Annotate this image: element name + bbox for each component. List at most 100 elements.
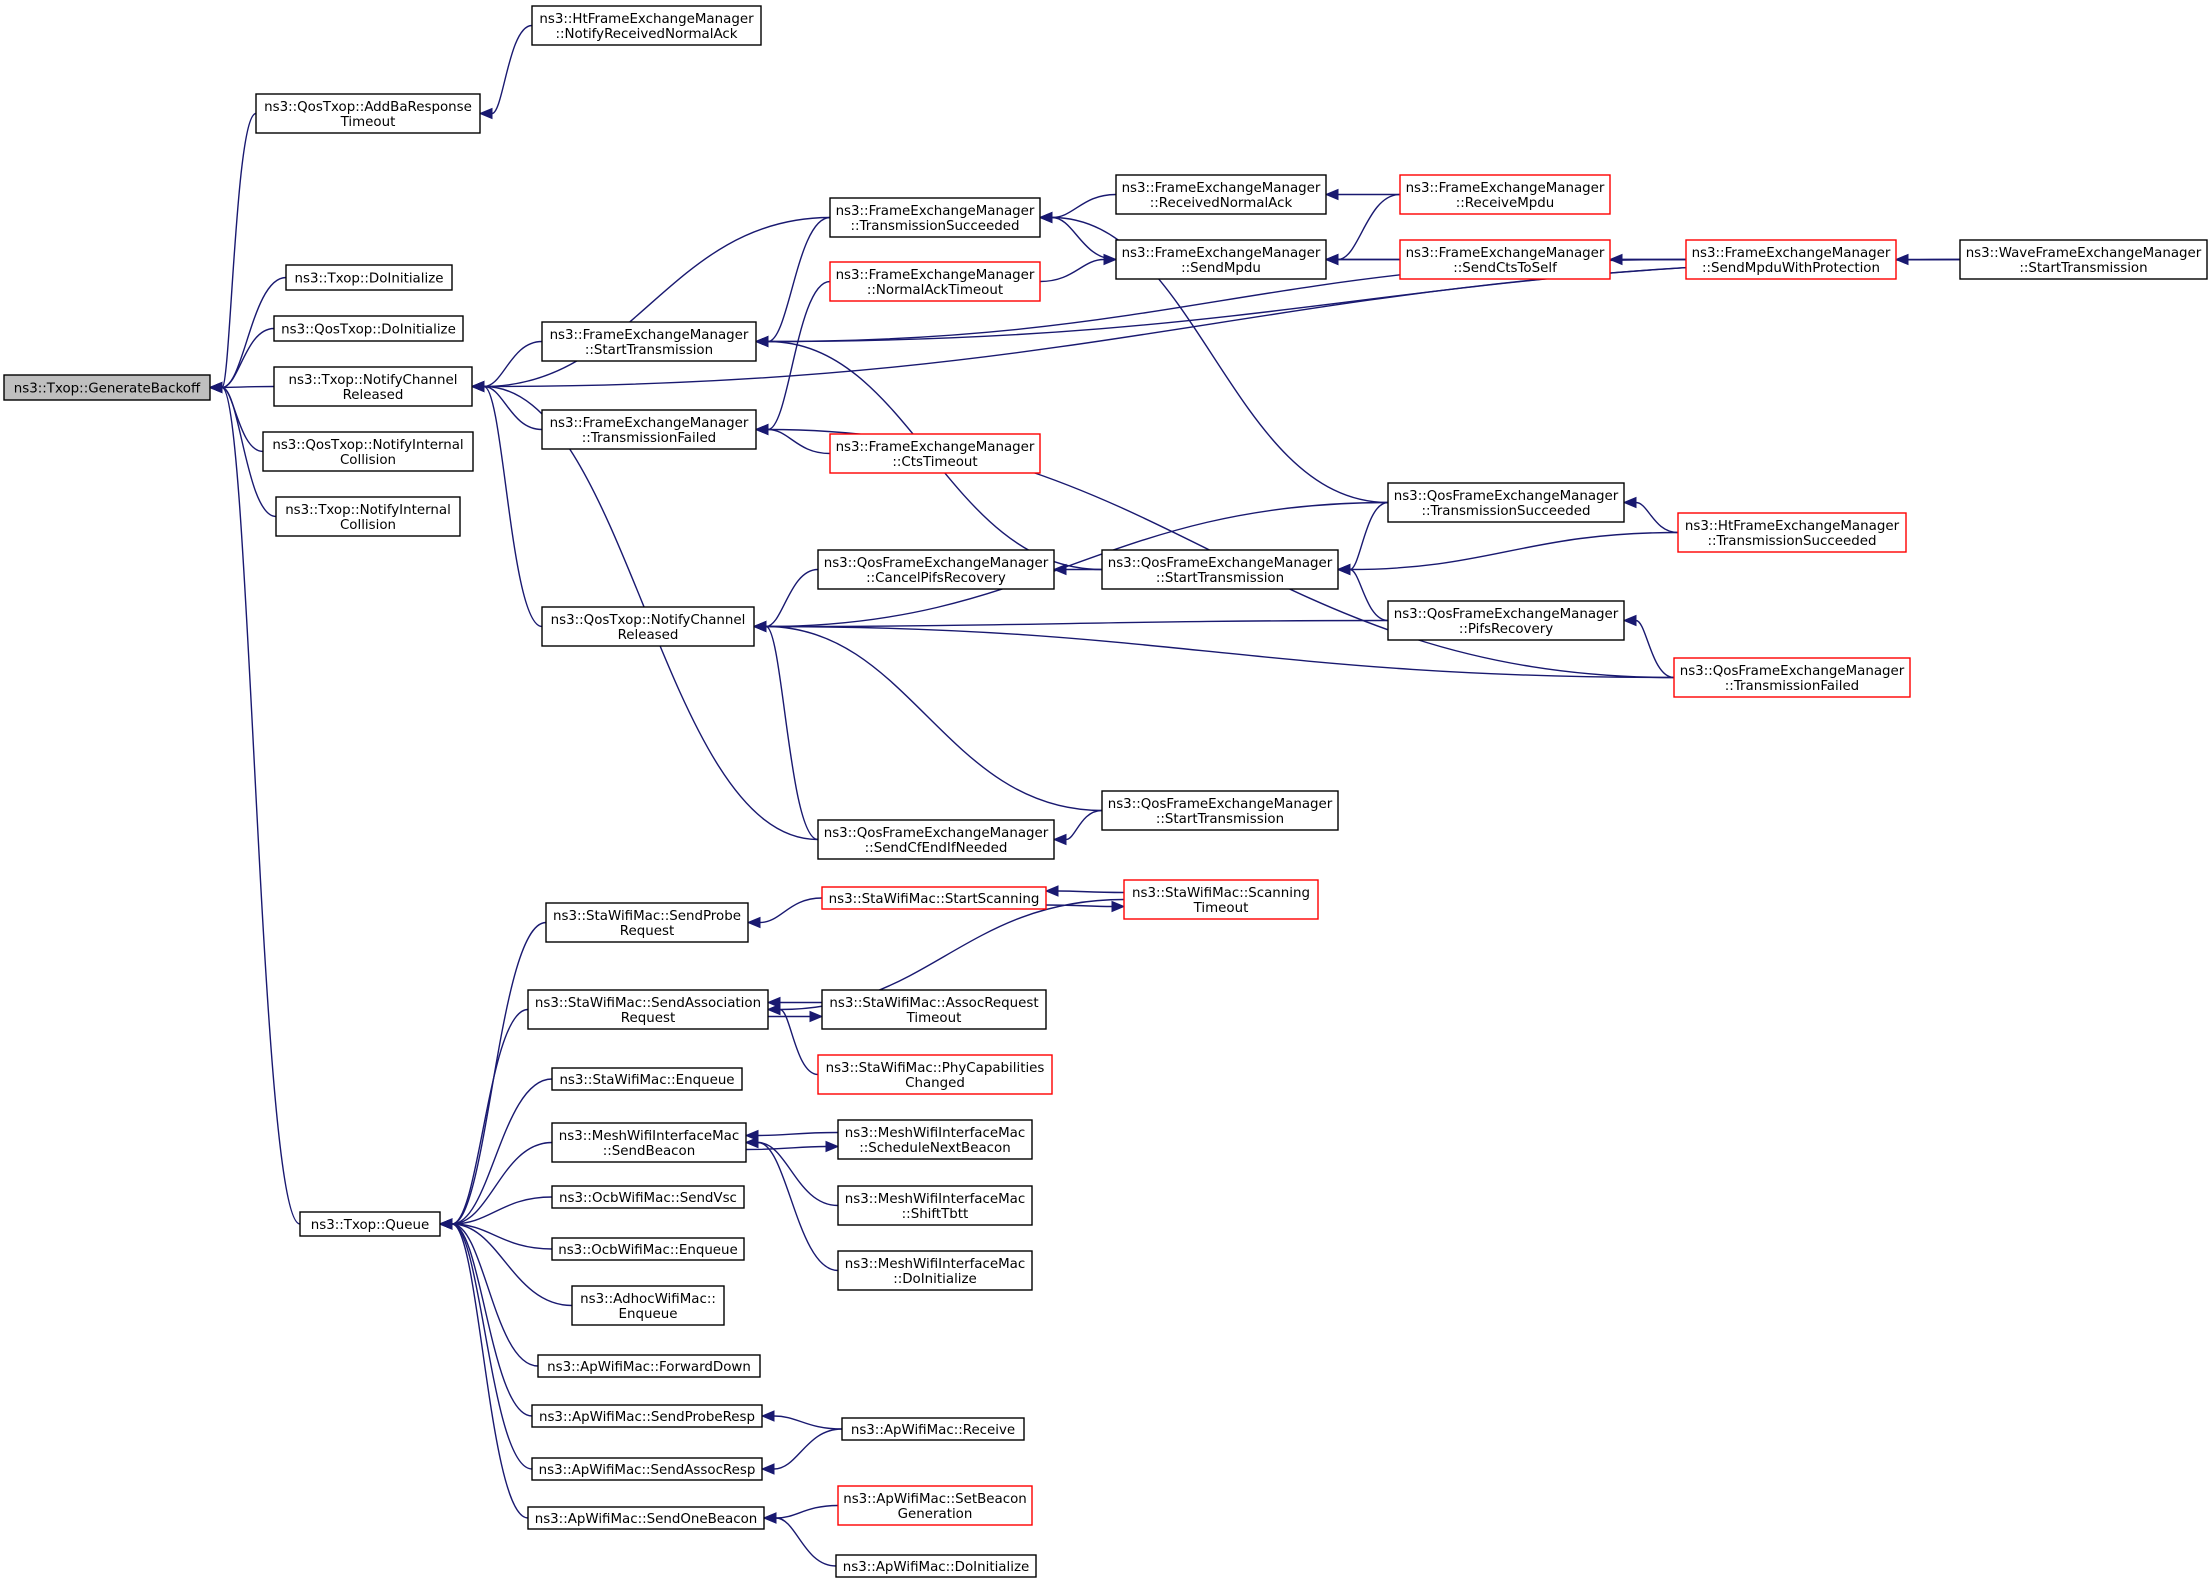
node-qosfem_cpr[interactable]: ns3::QosFrameExchangeManager::CancelPifs…	[817, 549, 1055, 590]
node-fem_tf[interactable]: ns3::FrameExchangeManager::TransmissionF…	[541, 409, 757, 450]
node-box	[275, 496, 461, 537]
node-sta_ss[interactable]: ns3::StaWifiMac::StartScanning	[821, 886, 1047, 910]
node-mesh_sb[interactable]: ns3::MeshWifiInterfaceMac::SendBeacon	[551, 1122, 747, 1163]
node-box	[829, 433, 1041, 474]
node-adhoc_enq[interactable]: ns3::AdhocWifiMac::Enqueue	[571, 1285, 725, 1326]
arrowhead-sta_sar	[766, 1003, 781, 1016]
arrowhead-txop_queue	[438, 1218, 453, 1230]
edge-qosfem_cpr-to-qos_ncr	[765, 568, 819, 628]
node-box	[527, 989, 769, 1030]
node-fem_rna[interactable]: ns3::FrameExchangeManager::ReceivedNorma…	[1115, 174, 1327, 215]
node-box	[1677, 512, 1907, 553]
arrowhead-sta_sto	[1111, 900, 1126, 913]
edge-qosfem_ts-to-fem_ts	[1051, 216, 1389, 504]
node-box	[1387, 600, 1625, 641]
arrowhead-qos_addba	[478, 107, 493, 120]
node-box	[551, 1185, 745, 1209]
node-qosfem_pr[interactable]: ns3::QosFrameExchangeManager::PifsRecove…	[1387, 600, 1625, 641]
node-qosfem_tf[interactable]: ns3::QosFrameExchangeManager::Transmissi…	[1673, 657, 1911, 698]
node-mesh_stbtt[interactable]: ns3::MeshWifiInterfaceMac::ShiftTbtt	[837, 1185, 1033, 1226]
node-htfem_ts[interactable]: ns3::HtFrameExchangeManager::Transmissio…	[1677, 512, 1907, 553]
node-mesh_snb[interactable]: ns3::MeshWifiInterfaceMac::ScheduleNextB…	[837, 1119, 1033, 1160]
node-box	[1399, 174, 1611, 215]
arrowhead-mesh_snb	[825, 1140, 840, 1153]
node-box	[841, 1417, 1025, 1441]
node-ht_nrna[interactable]: ns3::HtFrameExchangeManager::NotifyRecei…	[531, 5, 762, 46]
edge-ap_sar-to-txop_queue	[451, 1223, 533, 1470]
node-fem_ctst[interactable]: ns3::FrameExchangeManager::CtsTimeout	[829, 433, 1041, 474]
node-ap_recv[interactable]: ns3::ApWifiMac::Receive	[841, 1417, 1025, 1441]
node-label-line: ::SendCfEndIfNeeded	[865, 841, 1008, 856]
node-label-line: ::ScheduleNextBeacon	[859, 1141, 1010, 1156]
node-box	[273, 366, 473, 407]
edge-mesh_stbtt-to-mesh_sb	[757, 1141, 839, 1207]
node-label-line: ns3::MeshWifiInterfaceMac	[845, 1126, 1025, 1141]
node-label-line: ::ShiftTbtt	[902, 1207, 969, 1222]
node-label-line: ns3::Txop::NotifyInternal	[285, 503, 451, 518]
node-box	[531, 5, 762, 46]
node-box	[551, 1237, 745, 1261]
node-qosfem_st1[interactable]: ns3::QosFrameExchangeManager::StartTrans…	[1101, 549, 1339, 590]
node-label-line: ns3::FrameExchangeManager	[1122, 246, 1321, 261]
node-fem_scts[interactable]: ns3::FrameExchangeManager::SendCtsToSelf	[1399, 239, 1611, 280]
arrowhead-qosfem_scen	[1052, 833, 1067, 846]
node-label-line: ns3::WaveFrameExchangeManager	[1966, 246, 2202, 261]
edge-fem_rm-to-fem_sm	[1337, 193, 1401, 261]
node-ap_fd[interactable]: ns3::ApWifiMac::ForwardDown	[537, 1354, 761, 1378]
node-txop_doinit[interactable]: ns3::Txop::DoInitialize	[285, 264, 453, 291]
node-ocb_enq[interactable]: ns3::OcbWifiMac::Enqueue	[551, 1237, 745, 1261]
node-qosfem_scen[interactable]: ns3::QosFrameExchangeManager::SendCfEndI…	[817, 819, 1055, 860]
node-wave_st[interactable]: ns3::WaveFrameExchangeManager::StartTran…	[1959, 239, 2208, 280]
node-fem_st[interactable]: ns3::FrameExchangeManager::StartTransmis…	[541, 321, 757, 362]
node-ap_doinit[interactable]: ns3::ApWifiMac::DoInitialize	[835, 1554, 1037, 1578]
edge-fem_ts-to-fem_st	[767, 216, 831, 343]
arrowhead-ap_sar	[760, 1463, 775, 1475]
node-label-line: ::ReceiveMpdu	[1456, 196, 1555, 211]
node-box	[1115, 239, 1327, 280]
node-label-line: Request	[620, 924, 674, 939]
edge-ap_recv-to-ap_sar	[773, 1428, 843, 1470]
nodes-layer: ns3::Txop::GenerateBackoffns3::HtFrameEx…	[3, 5, 2208, 1578]
node-box	[255, 93, 481, 134]
arrowhead-fem_ts	[1038, 211, 1053, 224]
node-txop_queue[interactable]: ns3::Txop::Queue	[299, 1211, 441, 1237]
node-qos_doinit[interactable]: ns3::QosTxop::DoInitialize	[273, 315, 464, 342]
edge-qosfem_pr-to-qosfem_st1	[1349, 568, 1389, 622]
node-ap_sob[interactable]: ns3::ApWifiMac::SendOneBeacon	[527, 1506, 765, 1530]
node-qosfem_st2[interactable]: ns3::QosFrameExchangeManager::StartTrans…	[1101, 790, 1339, 831]
node-qosfem_ts[interactable]: ns3::QosFrameExchangeManager::Transmissi…	[1387, 482, 1625, 523]
node-ap_spr[interactable]: ns3::ApWifiMac::SendProbeResp	[531, 1404, 763, 1428]
node-fem_nat[interactable]: ns3::FrameExchangeManager::NormalAckTime…	[829, 261, 1041, 302]
node-fem_ts[interactable]: ns3::FrameExchangeManager::TransmissionS…	[829, 197, 1041, 238]
node-ocb_svsc[interactable]: ns3::OcbWifiMac::SendVsc	[551, 1185, 745, 1209]
node-label-line: ns3::Txop::NotifyChannel	[289, 373, 458, 388]
edge-ap_sbg-to-ap_sob	[775, 1504, 839, 1519]
edge-qosfem_ts-to-qosfem_st1	[1349, 501, 1389, 571]
edge-fem_sm-to-fem_ts	[1051, 216, 1117, 261]
edge-sta_sar-to-txop_queue	[451, 1008, 529, 1225]
arrowhead-fem_tf	[754, 423, 769, 436]
node-label-line: ns3::StaWifiMac::PhyCapabilities	[826, 1061, 1045, 1076]
node-label-line: ::CtsTimeout	[892, 455, 977, 470]
node-sta_enq[interactable]: ns3::StaWifiMac::Enqueue	[551, 1067, 743, 1091]
node-label-line: ns3::ApWifiMac::SendProbeResp	[539, 1410, 755, 1425]
node-fem_sm[interactable]: ns3::FrameExchangeManager::SendMpdu	[1115, 239, 1327, 280]
node-ap_sar[interactable]: ns3::ApWifiMac::SendAssocResp	[531, 1457, 763, 1481]
node-root[interactable]: ns3::Txop::GenerateBackoff	[3, 374, 211, 401]
node-mesh_doinit[interactable]: ns3::MeshWifiInterfaceMac::DoInitialize	[837, 1250, 1033, 1291]
node-fem_smwp[interactable]: ns3::FrameExchangeManager::SendMpduWithP…	[1685, 239, 1897, 280]
node-label-line: ns3::ApWifiMac::Receive	[851, 1423, 1015, 1438]
node-fem_rm[interactable]: ns3::FrameExchangeManager::ReceiveMpdu	[1399, 174, 1611, 215]
node-label-line: ::TransmissionSucceeded	[1422, 504, 1591, 519]
